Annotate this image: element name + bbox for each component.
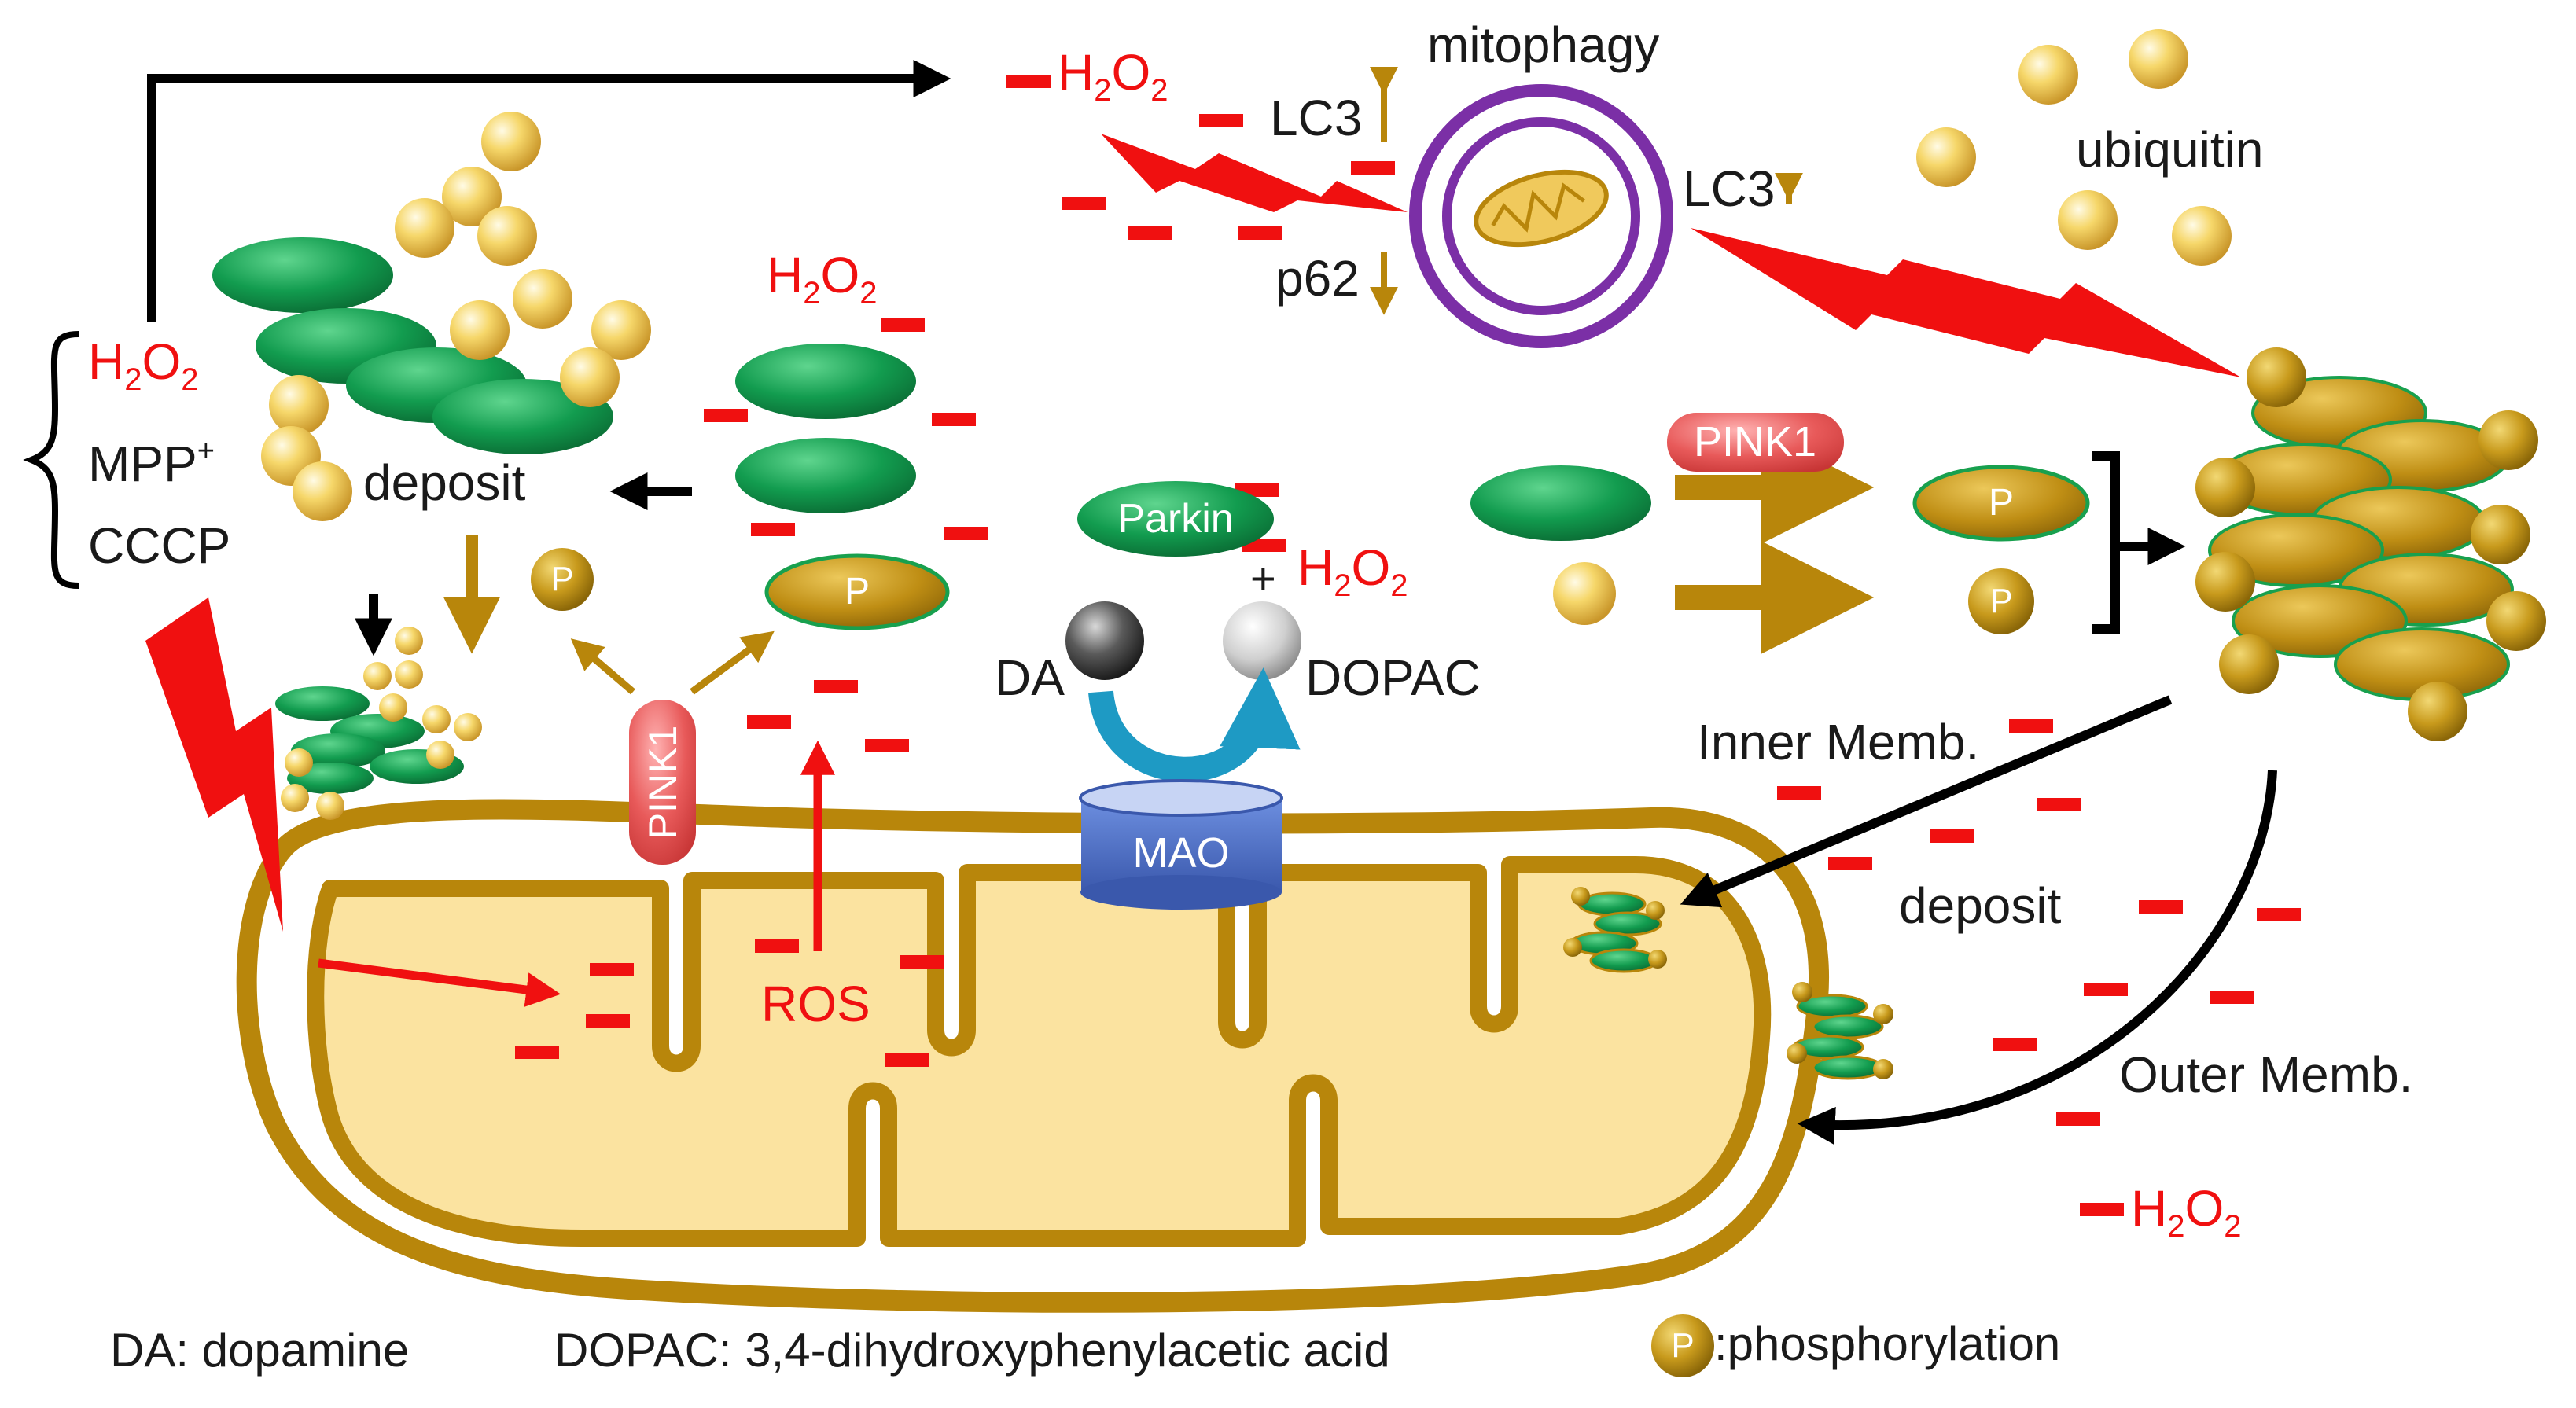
h2o2-label-top: H2O2 [1058, 44, 1168, 108]
ubiquitin-ball-right [1553, 562, 1616, 625]
legend-p-symbol: P [1671, 1326, 1695, 1365]
legend-da-definition: DA: dopamine [110, 1324, 410, 1377]
black-arrows [147, 60, 2277, 1145]
legend-phosphate-ball [1651, 1314, 1714, 1377]
dopac-ball [1223, 601, 1301, 680]
p-label-right-oval: P [1988, 482, 2015, 524]
green-protein-stack [735, 344, 950, 630]
h2o2-label-middle: H2O2 [767, 247, 878, 311]
ubiquitin-label: ubiquitin [2076, 121, 2264, 178]
inner-membrane-deposit [1563, 887, 1667, 973]
h2o2-label-mao: H2O2 [1297, 539, 1408, 603]
ros-label: ROS [761, 976, 870, 1032]
inner-membrane-label: Inner Memb. [1697, 714, 1980, 770]
h2o2-label-bottom-right: H2O2 [2131, 1180, 2242, 1244]
plus-sign: + [1250, 553, 1276, 603]
outer-membrane-label: Outer Memb. [2119, 1046, 2413, 1103]
p-label-middle-oval: P [844, 571, 870, 612]
da-label: DA [995, 649, 1065, 706]
p62-label: p62 [1275, 250, 1360, 307]
gold-arrows [443, 66, 1875, 695]
mitophagy-autophagosome [1409, 84, 1673, 348]
stimulus-cccp-label: CCCP [88, 517, 231, 574]
green-protein-right [1470, 465, 1651, 541]
deposit-label-top: deposit [363, 454, 526, 511]
legend-phosphorylation: :phosphorylation [1714, 1318, 2061, 1370]
phosphate-ball-left [531, 548, 594, 611]
pink1-horizontal-pill [1667, 413, 1844, 472]
p-label-right-ball: P [1989, 582, 2013, 620]
phospho-aggregate [2195, 347, 2546, 741]
lightning-bolt-right [1691, 228, 2241, 377]
small-deposit-cluster [275, 627, 482, 820]
parkin-label: Parkin [1117, 496, 1234, 542]
deposit-label-membrane: deposit [1899, 877, 2062, 934]
stimulus-h2o2-label: H2O2 [88, 333, 199, 397]
lc3-label-left: LC3 [1270, 90, 1363, 146]
ros-dash-bars [515, 75, 2301, 1216]
mao-cylinder [1079, 779, 1283, 910]
legend-dopac-definition: DOPAC: 3,4-dihydroxyphenylacetic acid [554, 1324, 1390, 1377]
stimuli-bracket [23, 331, 79, 589]
ubiquitin-balls [1916, 29, 2232, 266]
mao-conversion-arrow [1088, 667, 1301, 782]
p-label-left-ball: P [550, 560, 574, 598]
dopac-label: DOPAC [1305, 649, 1481, 706]
pink1-label-horizontal: PINK1 [1693, 418, 1817, 465]
deposit-aggregate [212, 112, 651, 521]
mao-label: MAO [1132, 829, 1230, 877]
outer-membrane-deposit [1787, 982, 1893, 1080]
lightning-bolt-left [145, 597, 283, 932]
lightning-bolt-mitophagy [1101, 134, 1408, 212]
pink1-label-vertical: PINK1 [641, 725, 685, 840]
pink1-vertical-pill [629, 700, 696, 865]
phospho-ubiquitin-right [1968, 568, 2034, 634]
mitophagy-label: mitophagy [1427, 17, 1660, 73]
red-arrows [318, 740, 835, 1007]
stimulus-mpp-label: MPP+ [88, 435, 215, 492]
mitochondrion [236, 799, 1830, 1313]
da-ball [1065, 601, 1144, 680]
phospho-parkin-right [1912, 465, 2090, 542]
lc3-label-right: LC3 [1683, 160, 1776, 217]
parkin-oval [1077, 481, 1274, 557]
